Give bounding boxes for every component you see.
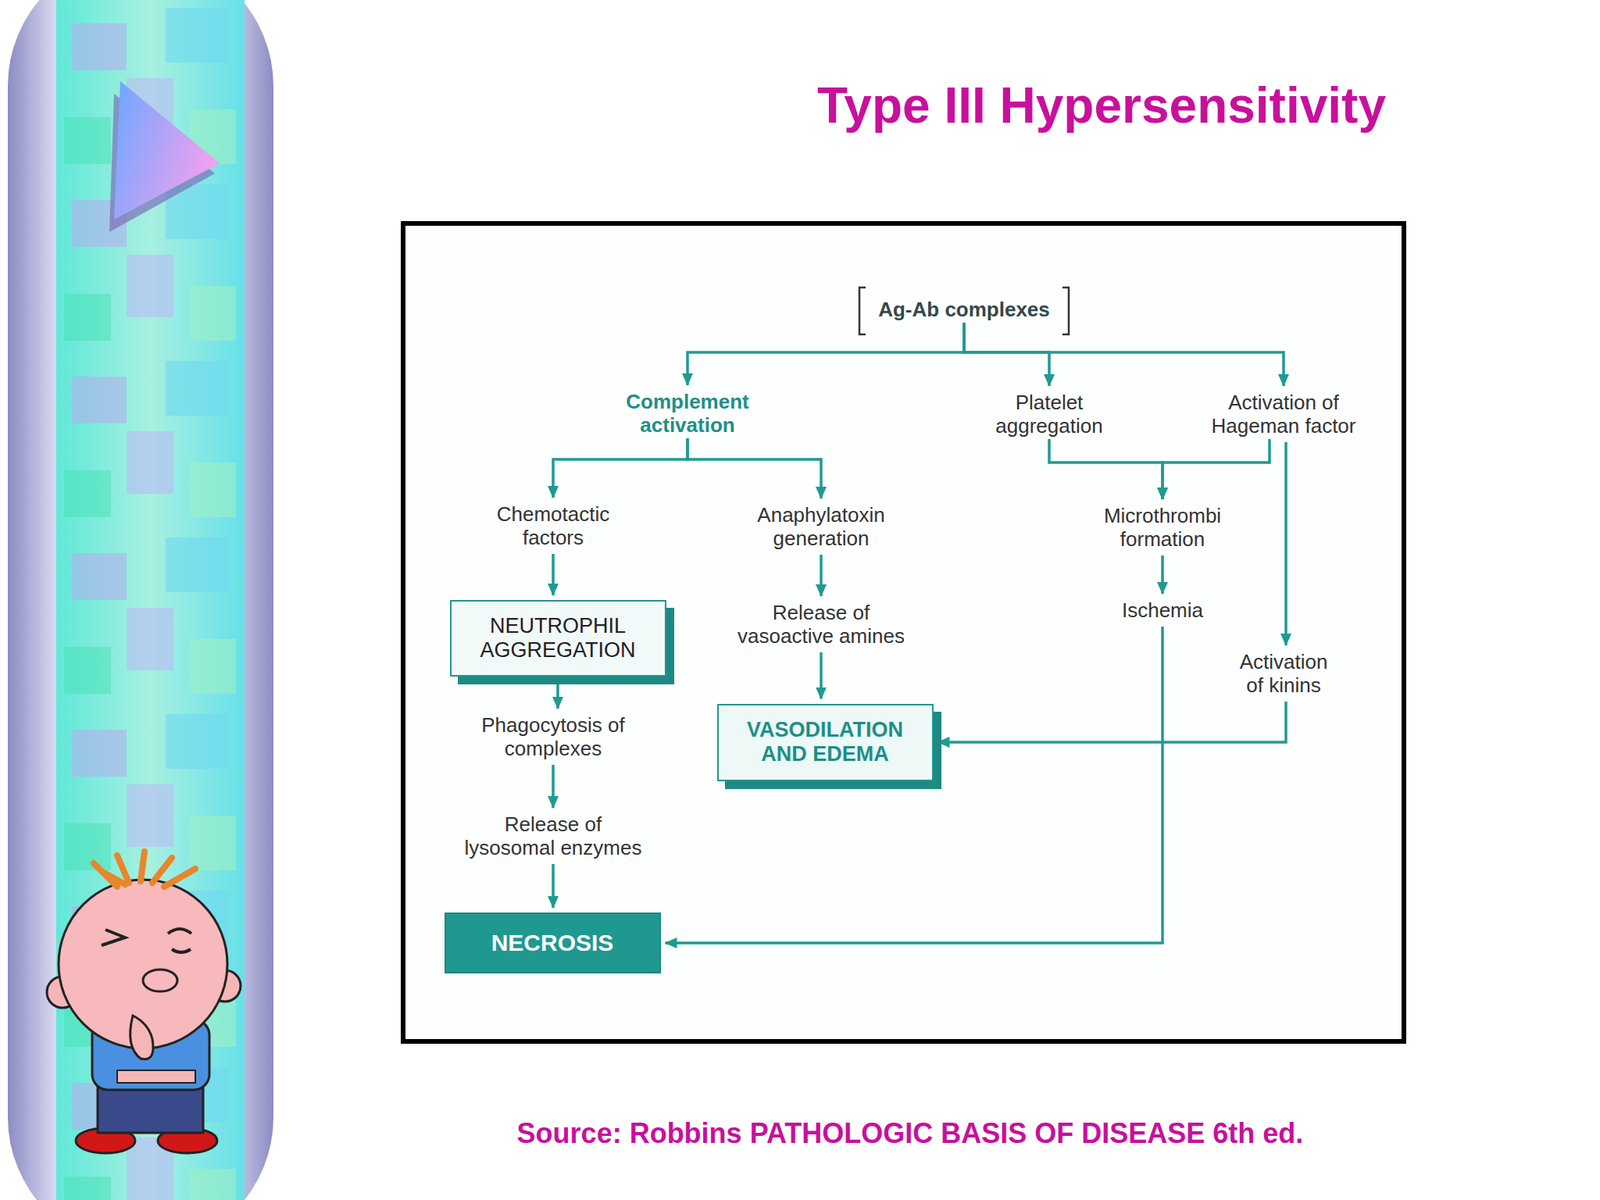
process-label: Platelet aggregation <box>982 390 1116 438</box>
node-text: Ischemia <box>1103 598 1222 622</box>
flow-arrow <box>665 626 1164 943</box>
hair <box>93 851 196 887</box>
flow-arrow <box>687 322 965 386</box>
process-label: Ischemia <box>1103 598 1222 622</box>
node-text: VASODILATION AND EDEMA <box>726 717 925 767</box>
node-text: Release of lysosomal enzymes <box>460 812 646 860</box>
flow-arrow <box>551 553 555 596</box>
outcome-box: NECROSIS <box>444 912 661 974</box>
flow-arrow <box>1160 555 1165 594</box>
flow-arrow <box>819 554 823 597</box>
flow-arrow <box>556 681 560 709</box>
process-label: Complement activation <box>613 389 762 437</box>
process-label: Release of vasoactive amines <box>729 600 914 648</box>
pillar-shape <box>7 0 274 1200</box>
belly <box>117 1070 196 1083</box>
process-box: NEUTROPHIL AGGREGATION <box>450 600 667 677</box>
color-band <box>56 0 245 1200</box>
flow-arrow <box>1049 439 1163 500</box>
slide-title: Type III Hypersensitivity <box>687 74 1516 137</box>
eye <box>101 929 125 946</box>
process-label: Microthrombi formation <box>1088 503 1237 551</box>
process-label: Chemotactic factors <box>482 502 624 550</box>
source-node: Ag-Ab complexes <box>866 297 1062 322</box>
node-text: Activation of kinins <box>1228 650 1339 697</box>
process-label: Activation of kinins <box>1228 650 1339 697</box>
flow-arrow <box>553 438 688 498</box>
outcome-box: VASODILATION AND EDEMA <box>717 703 934 782</box>
process-label: Phagocytosis of complexes <box>469 713 638 761</box>
flow-arrow <box>687 438 822 499</box>
flow-arrow <box>819 652 823 700</box>
flow-arrow <box>551 864 555 908</box>
flow-arrow <box>551 764 555 808</box>
node-text: NECROSIS <box>491 929 615 957</box>
flow-arrow <box>964 322 1284 386</box>
node-text: Phagocytosis of complexes <box>469 713 638 761</box>
eye <box>167 928 192 953</box>
source-caption: Source: Robbins PATHOLOGIC BASIS OF DISE… <box>375 1115 1446 1152</box>
triangle-icon <box>114 81 220 220</box>
node-text: Ag-Ab complexes <box>866 297 1062 322</box>
node-text: Complement activation <box>613 389 762 437</box>
process-label: Activation of Hageman factor <box>1200 390 1368 438</box>
flow-arrow <box>964 322 1050 386</box>
process-label: Release of lysosomal enzymes <box>460 812 646 860</box>
node-text: Activation of Hageman factor <box>1200 390 1368 438</box>
node-text: Platelet aggregation <box>982 390 1116 438</box>
node-text: Anaphylatoxin generation <box>742 503 900 550</box>
node-text: NEUTROPHIL AGGREGATION <box>459 614 658 663</box>
flow-arrow <box>938 701 1287 743</box>
node-text: Release of vasoactive amines <box>729 600 914 648</box>
node-text: Chemotactic factors <box>482 502 624 550</box>
process-label: Anaphylatoxin generation <box>742 503 900 550</box>
flow-arrow <box>1162 439 1270 500</box>
cartoon-boy <box>46 851 241 1154</box>
node-text: Microthrombi formation <box>1088 503 1237 551</box>
flow-arrow <box>1284 442 1288 646</box>
nose <box>142 969 178 992</box>
hand <box>130 1015 154 1060</box>
